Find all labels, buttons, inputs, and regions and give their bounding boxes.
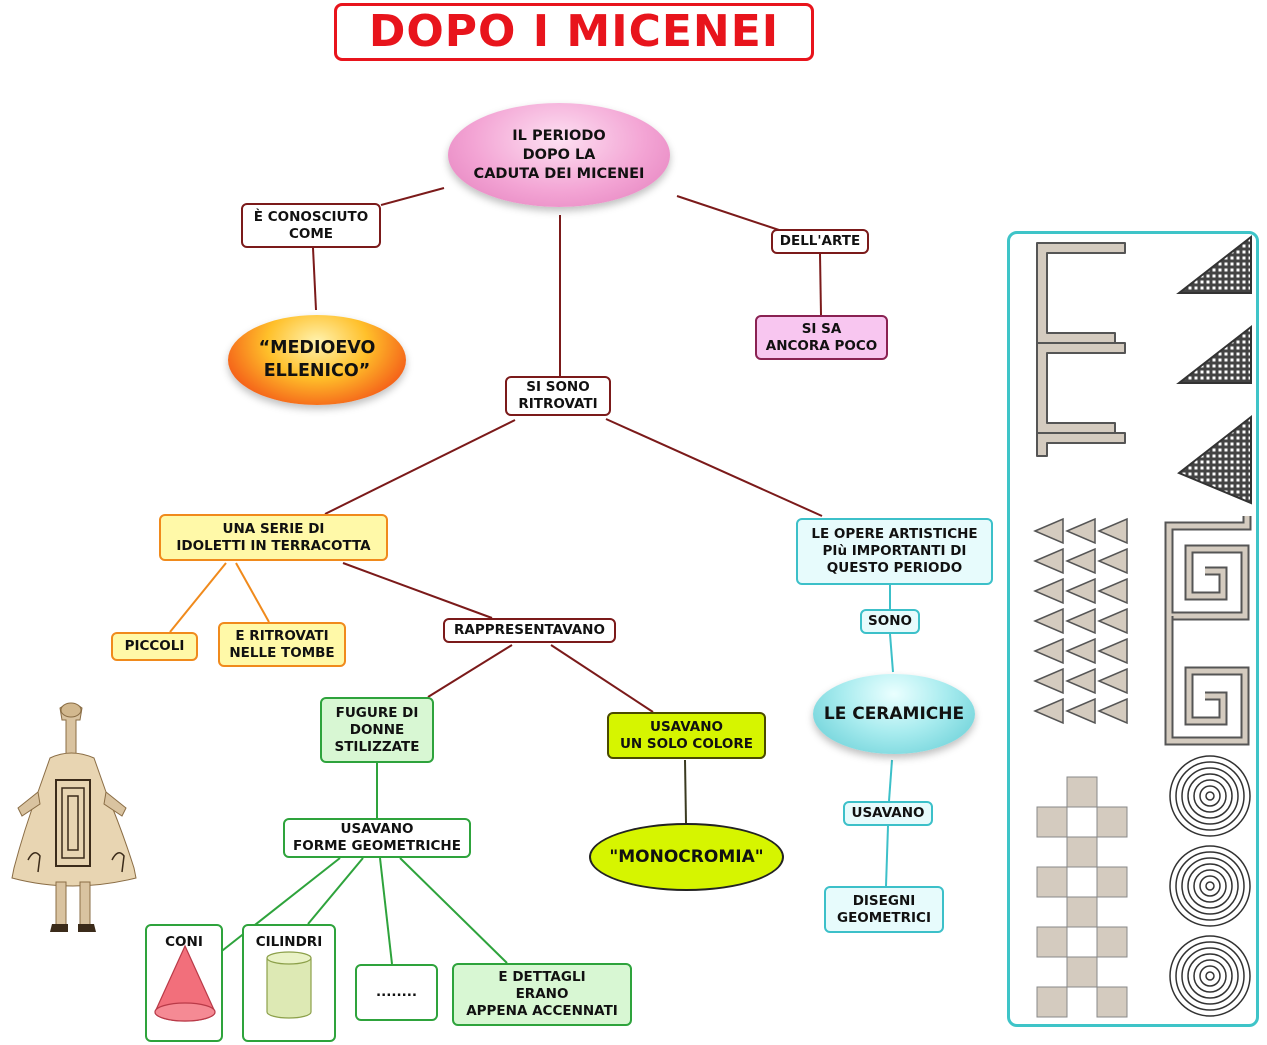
monochrome-label: "MONOCROMIA" xyxy=(609,847,764,867)
one-color-node: USAVANO UN SOLO COLORE xyxy=(607,712,766,759)
cylinders-label: CILINDRI xyxy=(255,934,323,950)
spiral-meander-pattern xyxy=(1164,516,1252,746)
known-as-node: È CONOSCIUTO COME xyxy=(241,203,381,248)
geometric-patterns xyxy=(1033,234,1252,1018)
cylinder-icon xyxy=(266,951,312,1019)
small-node: PICCOLI xyxy=(111,632,198,661)
cones-node: CONI xyxy=(145,924,223,1042)
art-link-node: DELL'ARTE xyxy=(771,229,869,254)
geometric-forms-node: USAVANO FORME GEOMETRICHE xyxy=(283,818,471,858)
little-known-node: SI SA ANCORA POCO xyxy=(755,315,888,360)
root-node: IL PERIODO DOPO LA CADUTA DEI MICENEI xyxy=(448,103,670,207)
monochrome-node: "MONOCROMIA" xyxy=(589,823,784,891)
checker-pattern xyxy=(1036,776,1128,1018)
dots-node: ........ xyxy=(355,964,438,1021)
ceramics-label: LE CERAMICHE xyxy=(823,704,965,724)
medioevo-ellenico-node: “MEDIOEVO ELLENICO” xyxy=(228,315,406,405)
triangle-pattern xyxy=(1176,234,1252,505)
tombs-node: E RITROVATI NELLE TOMBE xyxy=(218,622,346,667)
medioevo-ellenico-label: “MEDIOEVO ELLENICO” xyxy=(258,338,376,381)
greek-key-pattern xyxy=(1036,242,1126,457)
bell-idol-figurine xyxy=(11,702,137,932)
are-node: SONO xyxy=(860,609,920,634)
cones-label: CONI xyxy=(165,934,203,950)
cone-icon xyxy=(154,944,216,1022)
cylinders-node: CILINDRI xyxy=(242,924,336,1042)
ceramics-node: LE CERAMICHE xyxy=(813,674,975,754)
found-node: SI SONO RITROVATI xyxy=(505,376,611,416)
used-node: USAVANO xyxy=(843,801,933,826)
page-title: DOPO I MICENEI xyxy=(334,3,814,61)
details-node: E DETTAGLI ERANO APPENA ACCENNATI xyxy=(452,963,632,1026)
zigzag-pattern xyxy=(1033,517,1128,725)
women-figures-node: FUGURE DI DONNE STILIZZATE xyxy=(320,697,434,763)
root-node-label: IL PERIODO DOPO LA CADUTA DEI MICENEI xyxy=(473,127,645,182)
geometric-designs-node: DISEGNI GEOMETRICI xyxy=(824,886,944,933)
artworks-node: LE OPERE ARTISTICHE PIù IMPORTANTI DI QU… xyxy=(796,518,993,585)
idols-node: UNA SERIE DI IDOLETTI IN TERRACOTTA xyxy=(159,514,388,561)
concentric-circles-pattern xyxy=(1169,755,1251,1017)
represented-node: RAPPRESENTAVANO xyxy=(443,618,616,643)
